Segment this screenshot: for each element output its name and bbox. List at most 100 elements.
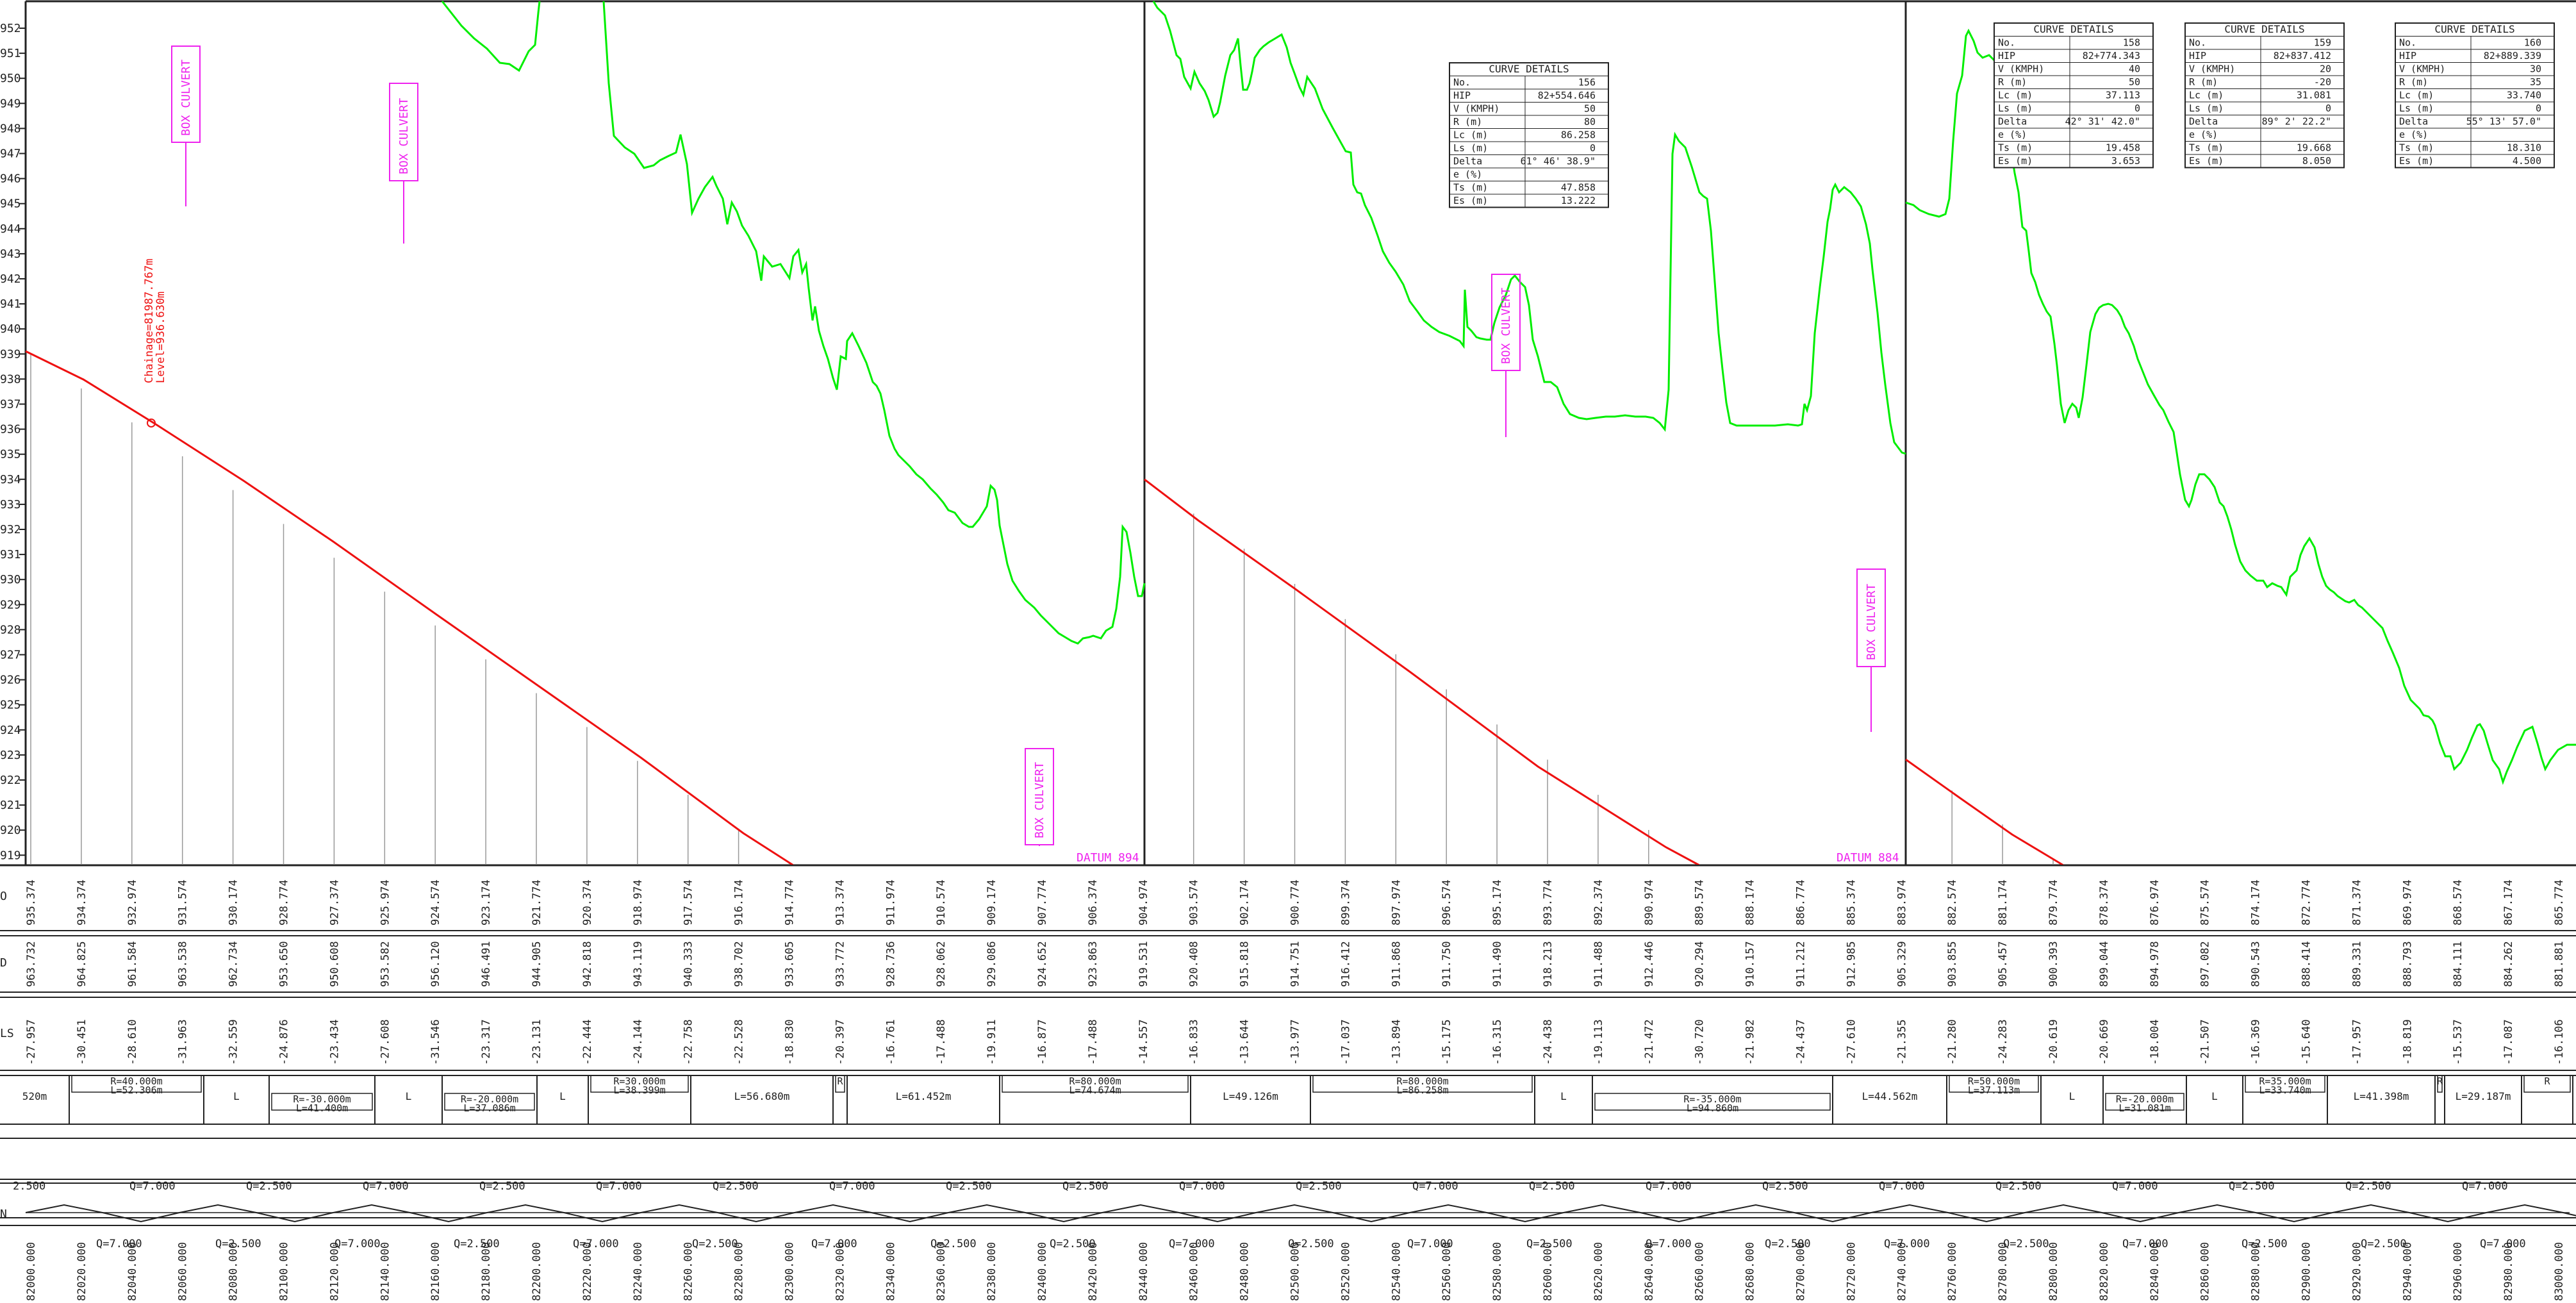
chainage-value: 82960.000 [2452, 1242, 2465, 1301]
cross-label-top: Q=7.000 [1879, 1180, 1925, 1193]
chainage-value: 82900.000 [2300, 1242, 2313, 1301]
cut-value: -19.113 [1592, 1019, 1605, 1065]
chainage-value: 82060.000 [177, 1242, 190, 1301]
table-value: 50 [2129, 76, 2140, 88]
curve-box [1594, 1093, 1831, 1111]
table-key: Es (m) [1453, 195, 1488, 206]
table-key: R (m) [1998, 76, 2027, 88]
curve-label-part: R [837, 1075, 843, 1087]
chainage-value: 82660.000 [1694, 1242, 1706, 1301]
elevation-axis: 9529519509499489479469459449439429419409… [0, 22, 26, 862]
fgl-value: 929.086 [986, 941, 998, 987]
elevation-tick-label: 935 [0, 448, 21, 461]
cross-label-bottom: Q=2.500 [2361, 1238, 2407, 1250]
curve-label-part: L=33.740m [2259, 1084, 2311, 1096]
cut-value: -24.144 [632, 1019, 645, 1065]
tangent-label: L [2069, 1090, 2076, 1102]
table-value: 19.458 [2106, 142, 2140, 154]
fgl-value: 933.772 [834, 941, 846, 987]
cut-value: -21.280 [1946, 1019, 1959, 1065]
ogl-value: 896.574 [1441, 879, 1453, 925]
curve-label-part: L=37.086m [463, 1102, 515, 1114]
cross-label-bottom: Q=2.500 [1526, 1238, 1573, 1250]
fgl-value: 897.082 [2199, 941, 2212, 987]
culvert-label: BOX CULVERT [1865, 584, 1878, 660]
chainage-value: 82220.000 [581, 1242, 594, 1301]
chainage-value: 82440.000 [1137, 1242, 1150, 1301]
table-value: 158 [2123, 37, 2140, 49]
elevation-tick-label: 942 [0, 272, 21, 286]
cut-value: -27.957 [25, 1019, 38, 1065]
table-title: CURVE DETAILS [2033, 23, 2113, 35]
cut-value: -15.537 [2452, 1019, 2465, 1065]
tangent-label: L=61.452m [896, 1090, 952, 1102]
fgl-value: 943.119 [632, 941, 645, 987]
row-label-cut: LS [0, 1027, 14, 1040]
chainage-value: 82780.000 [1997, 1242, 2010, 1301]
table-key: Delta [2189, 116, 2218, 128]
elevation-tick-label: 923 [0, 749, 21, 762]
cut-value: -16.315 [1491, 1019, 1504, 1065]
table-frame [2395, 22, 2555, 169]
fgl-value: 950.608 [328, 941, 341, 987]
table-value: 42° 31' 42.0" [2065, 116, 2140, 128]
fgl-value: 956.120 [429, 941, 442, 987]
table-value: 0 [2134, 103, 2140, 114]
cross-label-bottom: Q=7.000 [811, 1238, 857, 1250]
table-value: 82+774.343 [2083, 50, 2140, 62]
fgl-value: 890.543 [2250, 941, 2263, 987]
elevation-tick-label: 920 [0, 824, 21, 837]
ogl-value: 892.374 [1592, 879, 1605, 925]
fgl-value: 938.702 [733, 941, 746, 987]
cut-value: -21.472 [1643, 1019, 1656, 1065]
elevation-tick-label: 926 [0, 674, 21, 687]
cut-value: -16.877 [1036, 1019, 1049, 1065]
table-key: Delta [1453, 156, 1482, 167]
elevation-tick-label: 931 [0, 548, 21, 561]
cut-value: -28.610 [126, 1019, 139, 1065]
ogl-value: 935.374 [25, 879, 38, 925]
cut-value: -17.488 [1087, 1019, 1100, 1065]
table-key: Ls (m) [2189, 103, 2224, 114]
chainage-value: 82760.000 [1946, 1242, 1959, 1301]
chainage-value: 83000.000 [2553, 1242, 2566, 1301]
fgl-value: 942.818 [581, 941, 594, 987]
table-key: Lc (m) [2399, 90, 2434, 101]
ogl-value: 909.174 [986, 879, 998, 925]
table-value: 8.050 [2302, 155, 2331, 167]
curve-box [835, 1075, 845, 1093]
ogl-value: 924.574 [429, 879, 442, 925]
curve-box [1312, 1075, 1533, 1093]
fgl-value: 903.855 [1946, 941, 1959, 987]
elevation-tick-label: 922 [0, 774, 21, 787]
ogl-value: 931.574 [177, 879, 190, 925]
design-grade-line [25, 350, 2064, 867]
ogl-value: 914.774 [784, 879, 797, 925]
cut-value: -31.546 [429, 1019, 442, 1065]
chainage-value: 82260.000 [682, 1242, 695, 1301]
fgl-value: 889.331 [2350, 941, 2363, 987]
chainage-value: 82180.000 [480, 1242, 493, 1301]
cross-label-bottom: Q=2.500 [692, 1238, 738, 1250]
box-culvert: BOX CULVERT [171, 46, 201, 206]
ogl-value: 903.574 [1188, 879, 1201, 925]
ogl-value: 899.374 [1339, 879, 1352, 925]
ogl-value: 902.174 [1239, 879, 1251, 925]
cut-value: -22.444 [581, 1019, 594, 1065]
table-key: Es (m) [2399, 155, 2434, 167]
tangent-label: 520m [22, 1090, 47, 1102]
elevation-tick-label: 921 [0, 799, 21, 812]
cut-value: -21.507 [2199, 1019, 2212, 1065]
fgl-value: 888.414 [2300, 941, 2313, 987]
table-key: HIP [1453, 90, 1471, 101]
elevation-tick-label: 943 [0, 247, 21, 261]
table-title: CURVE DETAILS [2224, 23, 2304, 35]
chainage-value: 82740.000 [1895, 1242, 1908, 1301]
cut-value: -32.559 [227, 1019, 240, 1065]
curve-box [2437, 1075, 2443, 1093]
cross-label-top: Q=2.500 [2345, 1180, 2391, 1193]
